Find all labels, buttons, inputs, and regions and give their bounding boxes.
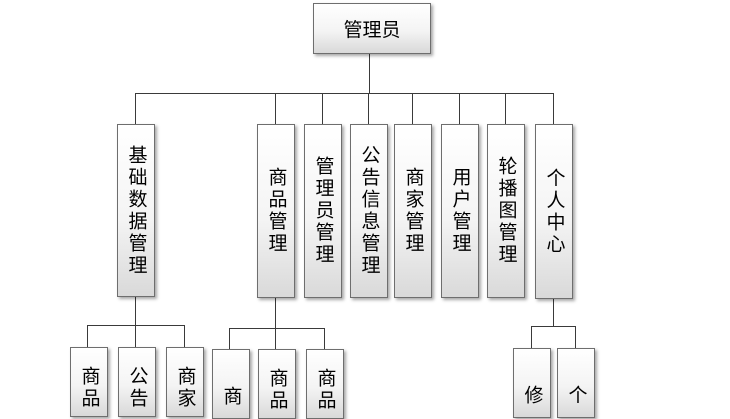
module-node-user: 用户管理 — [441, 124, 479, 298]
child-label: 商家 — [174, 366, 197, 410]
child-label: 公告 — [126, 366, 149, 410]
child-label: 商品 — [78, 366, 101, 410]
connector-personal-bus — [531, 326, 576, 327]
connector-basic-c3 — [184, 325, 185, 347]
module-node-goods: 商品管理 — [257, 124, 295, 298]
connector-to-basic-data — [135, 93, 136, 124]
connector-basic-c1 — [87, 325, 88, 347]
module-label: 商家管理 — [402, 167, 425, 255]
connector-personal-c2 — [575, 326, 576, 348]
connector-personal-c1 — [531, 326, 532, 348]
root-node-label: 管理员 — [343, 19, 401, 41]
child-node-personal-2: 个 — [557, 348, 595, 418]
connector-to-merchant — [412, 93, 413, 124]
connector-goods-down — [275, 298, 276, 329]
child-label: 商 — [220, 386, 243, 408]
child-label: 商品 — [266, 368, 289, 412]
connector-goods-c2 — [275, 328, 276, 349]
connector-basic-down — [135, 297, 136, 326]
module-label: 轮播图管理 — [495, 156, 518, 266]
org-chart: 管理员 基础数据管理 商品管理 管理员管理 公告信息管理 商家管理 用户管理 轮… — [70, 3, 595, 419]
child-node-goods-2: 商品 — [258, 349, 296, 419]
connector-basic-c2 — [135, 325, 136, 347]
module-label: 管理员管理 — [312, 156, 335, 266]
module-node-admin-mgmt: 管理员管理 — [304, 124, 342, 298]
connector-level1-bus — [135, 93, 553, 94]
module-node-merchant: 商家管理 — [394, 124, 432, 298]
connector-goods-bus — [229, 328, 325, 329]
module-node-personal-center: 个人中心 — [535, 124, 573, 299]
connector-to-goods — [275, 93, 276, 124]
module-label: 公告信息管理 — [358, 145, 381, 277]
root-node-admin: 管理员 — [313, 3, 431, 54]
child-label: 修 — [521, 385, 544, 407]
connector-to-personal — [553, 93, 554, 124]
connector-to-banner — [505, 93, 506, 124]
module-label: 个人中心 — [543, 167, 566, 256]
module-label: 商品管理 — [265, 167, 288, 255]
child-node-basic-2: 公告 — [118, 347, 156, 417]
child-node-basic-3: 商家 — [166, 347, 204, 417]
module-node-banner: 轮播图管理 — [487, 124, 525, 298]
connector-personal-down — [553, 299, 554, 327]
child-node-personal-1: 修 — [513, 348, 551, 418]
module-label: 用户管理 — [449, 167, 472, 255]
child-label: 个 — [565, 385, 588, 407]
connector-root-down — [369, 53, 370, 94]
child-node-goods-1: 商 — [212, 349, 250, 419]
connector-goods-c3 — [324, 328, 325, 349]
child-label: 商品 — [314, 368, 337, 412]
connector-to-user — [459, 93, 460, 124]
connector-to-admin-mgmt — [322, 93, 323, 124]
connector-to-notice — [368, 93, 369, 124]
child-node-goods-3: 商品 — [306, 349, 344, 419]
module-node-notice: 公告信息管理 — [350, 124, 388, 298]
module-label: 基础数据管理 — [125, 144, 148, 277]
module-node-basic-data: 基础数据管理 — [117, 124, 155, 297]
connector-goods-c1 — [229, 328, 230, 349]
child-node-basic-1: 商品 — [70, 347, 108, 417]
